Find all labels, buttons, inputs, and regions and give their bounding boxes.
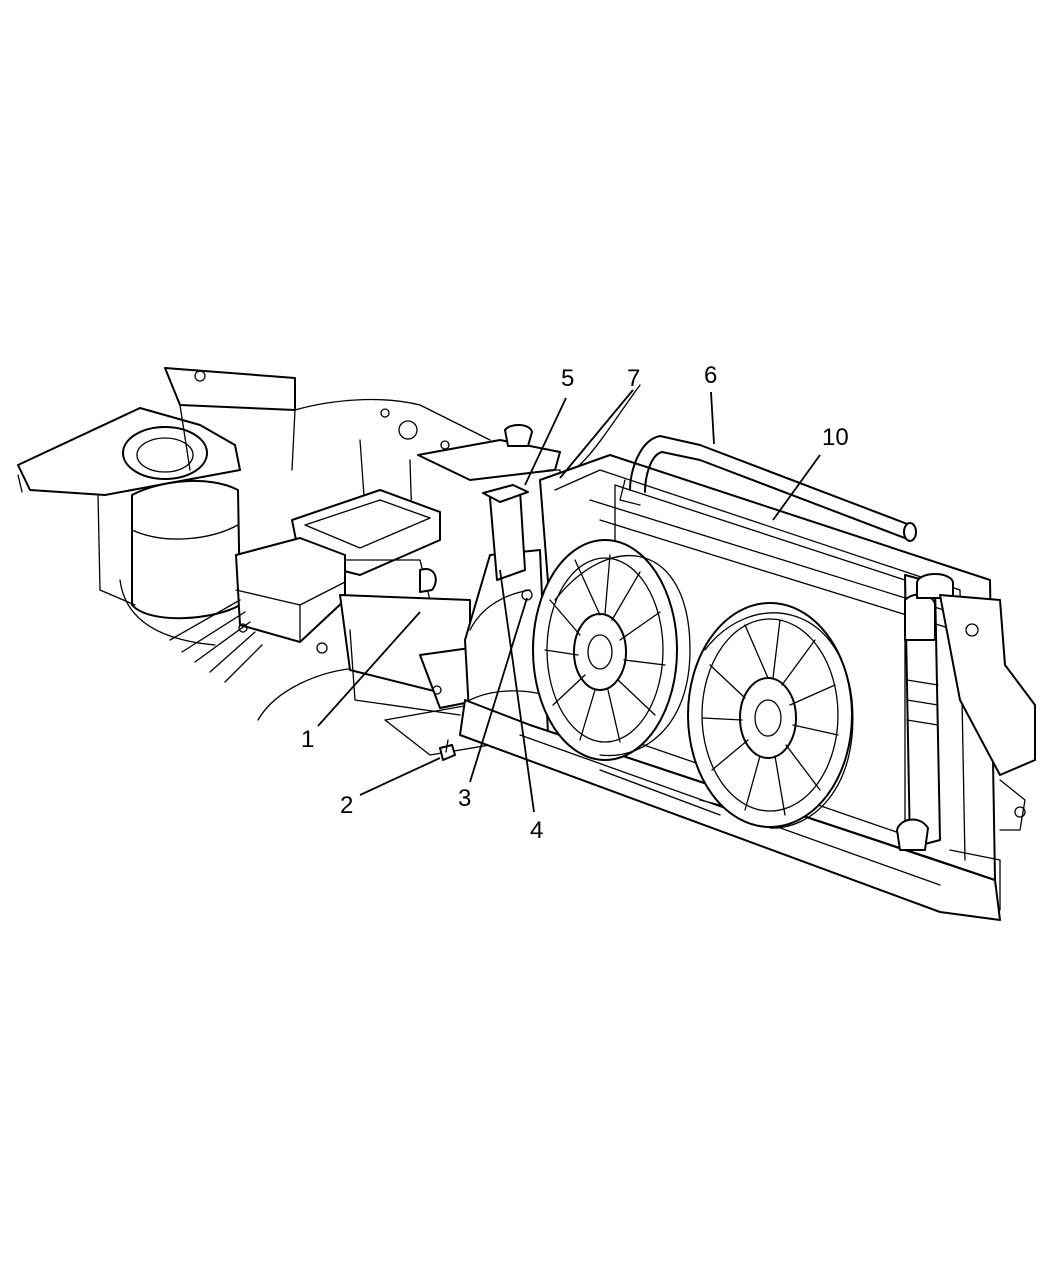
callout-2: 2 — [340, 792, 353, 819]
wiring-harness — [169, 599, 361, 721]
leader-2 — [359, 757, 441, 796]
leader-10 — [772, 454, 821, 521]
callout-10: 10 — [822, 424, 849, 451]
callout-7: 7 — [627, 365, 640, 392]
right-bracket — [939, 594, 1036, 911]
left-cooling-fan — [532, 539, 691, 761]
fastener-bolt — [439, 739, 456, 761]
leader-4 — [499, 569, 535, 813]
leader-5 — [524, 397, 567, 486]
leader-3 — [469, 597, 528, 783]
strut-tower-structure — [17, 367, 296, 646]
callout-5: 5 — [561, 365, 574, 392]
radiator — [614, 484, 954, 851]
leader-6 — [710, 391, 715, 445]
callout-3: 3 — [458, 785, 471, 812]
battery-tray — [235, 489, 441, 643]
callout-1: 1 — [301, 726, 314, 753]
leader-7 — [559, 389, 634, 479]
right-cooling-fan — [687, 602, 854, 829]
leader-1 — [317, 611, 421, 727]
callout-6: 6 — [704, 362, 717, 389]
callouts: 1 2 3 4 5 7 6 10 — [301, 362, 849, 844]
cowl-panel — [294, 398, 561, 526]
leader-lines — [317, 389, 821, 813]
upper-radiator-hose — [619, 435, 917, 542]
callout-4: 4 — [530, 817, 543, 844]
frame-rail — [316, 594, 521, 756]
